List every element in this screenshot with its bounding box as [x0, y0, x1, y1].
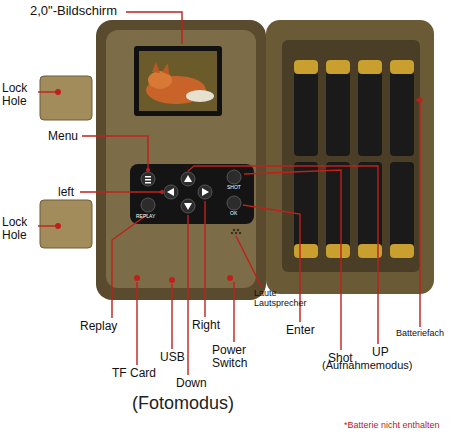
- button-label: Replay: [80, 320, 117, 333]
- screen: [139, 51, 217, 111]
- fox-image: [186, 90, 214, 102]
- lock-tab: [40, 76, 92, 120]
- shot-button: [227, 170, 241, 184]
- down-button: [181, 199, 195, 213]
- button-panel: [130, 164, 254, 224]
- speaker-hole: [237, 229, 239, 231]
- switch-label: Power Switch: [212, 344, 260, 370]
- up-button: [181, 172, 195, 186]
- button-label: Right: [192, 319, 220, 332]
- battery-door: [266, 20, 434, 294]
- lock-tab: [40, 200, 92, 248]
- button-label: Menu: [48, 130, 78, 143]
- button-print: SHOT: [227, 185, 241, 191]
- button-print: REPLAY: [136, 214, 155, 220]
- menu-button: [141, 172, 155, 186]
- screen-label: 2,0"-Bildschirm: [30, 4, 117, 18]
- menu-symbol: [145, 179, 151, 181]
- camera-face: [106, 30, 256, 288]
- fox-image: [152, 62, 160, 73]
- speaker-label: Laute Lautsprecher: [254, 289, 312, 309]
- batteries: [294, 60, 414, 258]
- battery-compartment: [282, 40, 420, 272]
- port-dot: [134, 275, 140, 281]
- button-label: UP: [372, 346, 389, 359]
- speaker-hole: [235, 232, 237, 234]
- button-print: OK: [230, 211, 237, 217]
- speaker-hole: [233, 229, 235, 231]
- replay-button: [141, 198, 155, 212]
- ok-button: [227, 196, 241, 210]
- menu-symbol: [145, 176, 151, 178]
- speaker-hole: [239, 232, 241, 234]
- camera-body: [96, 20, 266, 300]
- mode-note: (Fotomodus): [132, 394, 234, 414]
- left-button: [164, 185, 178, 199]
- right-button: [198, 185, 212, 199]
- arrow-symbol: [184, 175, 192, 182]
- button-label: left: [58, 186, 74, 199]
- fox-image: [162, 63, 169, 75]
- button-label: Enter: [286, 324, 315, 337]
- port-label: USB: [160, 351, 185, 364]
- part-label: Lock Hole: [2, 82, 36, 108]
- mode-note: (Aufnahmemodus): [322, 359, 413, 371]
- port-label: TF Card: [112, 367, 156, 380]
- leader-lines: [38, 12, 420, 375]
- part-label: Lock Hole: [2, 216, 36, 242]
- menu-symbol: [145, 182, 151, 184]
- speaker-hole: [231, 232, 233, 234]
- button-label: Down: [176, 377, 207, 390]
- arrow-symbol: [167, 188, 174, 196]
- note: *Batterie nicht enthalten: [344, 421, 440, 431]
- screen-frame: [134, 46, 222, 116]
- arrow-symbol: [184, 203, 192, 210]
- arrow-symbol: [202, 188, 209, 196]
- port-dot: [169, 277, 175, 283]
- port-dot: [227, 275, 233, 281]
- part-label: Batteriefach: [396, 329, 444, 339]
